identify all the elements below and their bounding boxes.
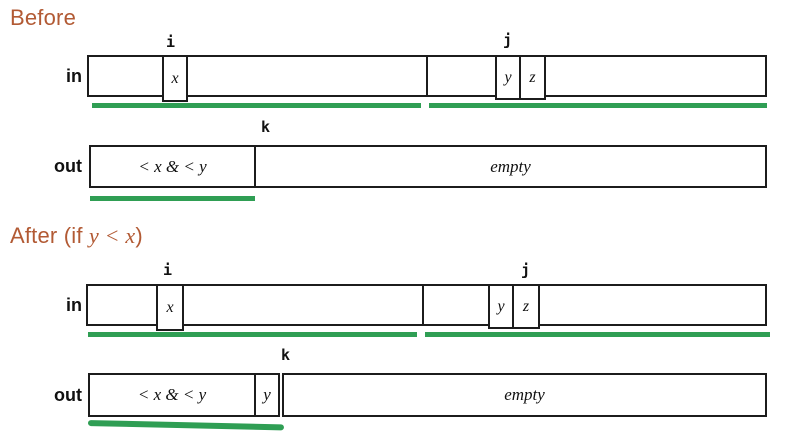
before-title-text: Before [10,5,77,30]
after-in-cell-x: x [156,284,184,331]
before-pointer-i: i [166,33,176,51]
before-in-cell-z: z [519,55,546,100]
after-in-scanned-left-underline [88,332,417,337]
after-title-condition: y < x [89,223,136,248]
before-pointer-k: k [261,118,271,136]
after-title-prefix: After (if [10,223,90,248]
after-out-label: out [54,384,82,405]
after-in-array [86,284,767,326]
after-out-empty-box [282,373,767,417]
after-pointer-j: j [521,261,531,279]
after-in-cell-z: z [512,284,540,329]
after-in-scanned-right-underline [425,332,770,337]
before-in-array-divider [426,55,428,97]
before-in-label: in [66,65,82,86]
before-out-label: out [54,156,82,176]
after-in-cell-y: y [488,284,514,329]
before-out-filled-box [89,145,256,188]
after-pointer-k: k [281,346,291,364]
after-in-label: in [66,294,82,315]
after-pointer-i: i [163,261,173,279]
before-in-cell-x: x [162,55,188,102]
after-out-written-underline [87,420,285,431]
after-in-array-divider [422,284,424,326]
before-title: Before [10,5,76,31]
before-pointer-j: j [503,31,513,49]
after-out-moved-cell-y: y [254,373,280,417]
before-out-written-underline [90,196,255,201]
before-in-cell-y: y [495,55,521,100]
after-title-suffix: ) [135,223,143,248]
after-title: After (if y < x) [10,223,143,249]
before-in-scanned-right-underline [429,103,767,108]
before-out-empty-box [254,145,767,188]
before-in-scanned-left-underline [92,103,421,108]
after-out-filled-box [88,373,256,417]
